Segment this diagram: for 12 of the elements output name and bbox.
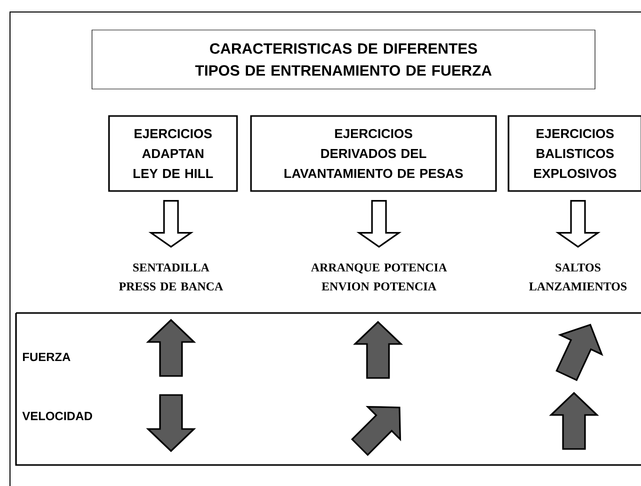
hollow-arrow: [555, 200, 601, 248]
example-text: SENTADILLA PRESS DE BANCA: [119, 264, 224, 290]
row-label: VELOCIDAD: [22, 412, 92, 420]
hollow-arrow: [356, 200, 402, 248]
example-text: ARRANQUE POTENCIA ENVION POTENCIA: [311, 263, 447, 290]
hollow-arrow: [148, 200, 194, 248]
example-text: SALTOS LANZAMIENTOS: [529, 264, 627, 290]
title-box: CARACTERISTICAS DE DIFERENTES TIPOS DE ENTRENAMIENTO DE FUERZA: [92, 30, 596, 90]
category-box: EJERCICIOS DERIVADOS DEL LAVANTAMIENTO DE PESAS: [250, 115, 497, 192]
category-box: EJERCICIOS BALISTICOS EXPLOSIVOS: [508, 115, 641, 192]
row-label: FUERZA: [23, 352, 70, 362]
category-box: EJERCICIOS ADAPTAN LEY DE HILL: [108, 115, 238, 192]
